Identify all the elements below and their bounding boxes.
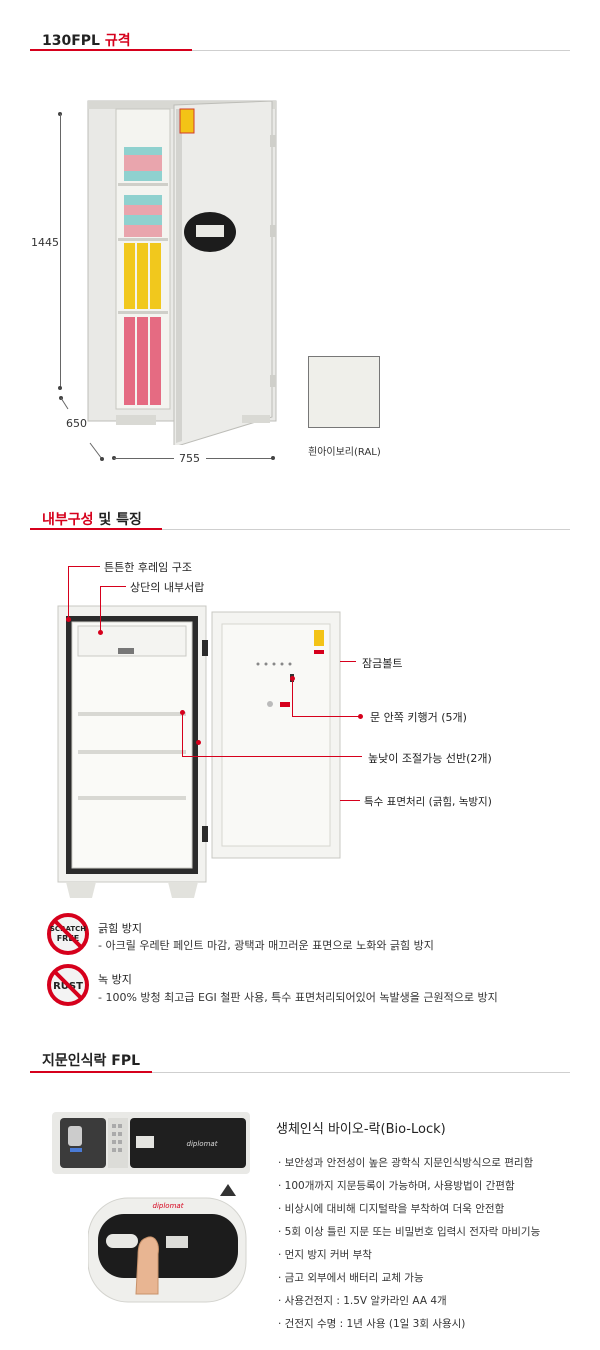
section-accent-underline xyxy=(30,1071,152,1073)
list-item: · 금고 외부에서 배터리 교체 가능 xyxy=(278,1272,424,1284)
feature-desc-scratch: - 아크릴 우레탄 페인트 마감, 광택과 매끄러운 표면으로 노화와 긁힘 방… xyxy=(98,939,434,952)
color-label: 흰아이보리(RAL) xyxy=(308,447,381,458)
callout-leader xyxy=(68,566,69,620)
fingerprint-finger-image: diplomat xyxy=(88,1184,247,1303)
color-swatch xyxy=(308,356,380,428)
feature-desc-rust: - 100% 방청 최고급 EGI 철판 사용, 특수 표면처리되어있어 녹발생… xyxy=(98,991,498,1004)
callout-leader xyxy=(68,566,100,567)
feature-title-scratch: 긁힘 방지 xyxy=(98,922,142,935)
callout-leader xyxy=(292,678,293,716)
spec-section-title: 130FPL 규격 xyxy=(42,30,131,50)
fingerprint-lock-image: diplomat xyxy=(52,1112,250,1174)
callout-drawer: 상단의 내부서랍 xyxy=(130,581,205,594)
dimension-endpoint xyxy=(58,386,62,390)
callout-marker xyxy=(290,676,295,681)
safe-front-open-image xyxy=(87,100,277,445)
callout-leader xyxy=(292,716,360,717)
svg-text:diplomat: diplomat xyxy=(153,1202,184,1210)
safe-interior-image xyxy=(57,605,341,898)
list-item: · 먼지 방지 커버 부착 xyxy=(278,1249,372,1261)
spec-title-accent: 규격 xyxy=(104,33,131,49)
feature-title-rust: 녹 방지 xyxy=(98,973,132,986)
list-item: · 5회 이상 틀린 지문 또는 비밀번호 입력시 전자락 마비기능 xyxy=(278,1226,541,1238)
fingerprint-section-title: 지문인식락 FPL xyxy=(42,1050,140,1070)
callout-leader xyxy=(340,661,356,662)
svg-text:diplomat: diplomat xyxy=(187,1140,218,1148)
callout-leader xyxy=(182,712,183,756)
fingerprint-title-text: 지문인식락 FPL xyxy=(42,1053,141,1069)
width-dimension-label: 755 xyxy=(179,452,200,465)
height-dimension-label: 1445 xyxy=(31,236,59,249)
depth-dimension-label: 650 xyxy=(66,417,87,430)
callout-marker xyxy=(196,740,201,745)
callout-marker xyxy=(358,714,363,719)
callout-frame: 튼튼한 후레임 구조 xyxy=(104,561,192,574)
callout-leader xyxy=(182,756,362,757)
list-item: · 건전지 수명 : 1년 사용 (1일 3회 사용시) xyxy=(278,1318,466,1330)
model-name: 130FPL xyxy=(42,33,100,49)
svg-text:FREE: FREE xyxy=(57,934,80,943)
section-divider xyxy=(30,529,570,530)
product-title: 생체인식 바이오-락(Bio-Lock) xyxy=(276,1122,446,1137)
width-dimension-line xyxy=(114,458,174,459)
section-divider xyxy=(30,50,570,51)
section-accent-underline xyxy=(30,528,162,530)
callout-marker xyxy=(66,617,71,622)
callout-lock-bolt: 잠금볼트 xyxy=(362,657,403,670)
callout-leader xyxy=(100,586,126,587)
dimension-endpoint xyxy=(271,456,275,460)
height-dimension-line xyxy=(60,114,61,388)
section-accent-underline xyxy=(30,49,192,51)
section-divider xyxy=(30,1072,570,1073)
rust-free-icon: RUST xyxy=(47,964,89,1006)
callout-surface-treatment: 특수 표면처리 (긁힘, 녹방지) xyxy=(364,796,492,808)
callout-leader xyxy=(340,800,360,801)
width-dimension-line xyxy=(206,458,272,459)
list-item: · 100개까지 지문등록이 가능하며, 사용방법이 간편함 xyxy=(278,1180,515,1192)
svg-text:SCRATCH: SCRATCH xyxy=(50,925,86,933)
list-item: · 비상시에 대비해 디지털락을 부착하여 더욱 안전함 xyxy=(278,1203,505,1215)
list-item: · 사용건전지 : 1.5V 알카라인 AA 4개 xyxy=(278,1295,447,1307)
internal-title-accent: 내부구성 xyxy=(42,512,94,528)
feature-list: · 보안성과 안전성이 높은 광학식 지문인식방식으로 편리함 · 100개까지… xyxy=(278,1152,540,1336)
callout-marker xyxy=(98,630,103,635)
list-item: · 보안성과 안전성이 높은 광학식 지문인식방식으로 편리함 xyxy=(278,1157,534,1169)
scratch-free-icon: SCRATCH FREE xyxy=(47,913,89,955)
callout-marker xyxy=(180,710,185,715)
internal-title-rest: 및 특징 xyxy=(98,512,142,528)
callout-leader xyxy=(100,586,101,632)
depth-dimension-line xyxy=(59,396,104,461)
internal-section-title: 내부구성 및 특징 xyxy=(42,509,142,529)
callout-adjustable-shelf: 높낮이 조절가능 선반(2개) xyxy=(368,752,492,765)
callout-key-hanger: 문 안쪽 키행거 (5개) xyxy=(370,711,467,724)
